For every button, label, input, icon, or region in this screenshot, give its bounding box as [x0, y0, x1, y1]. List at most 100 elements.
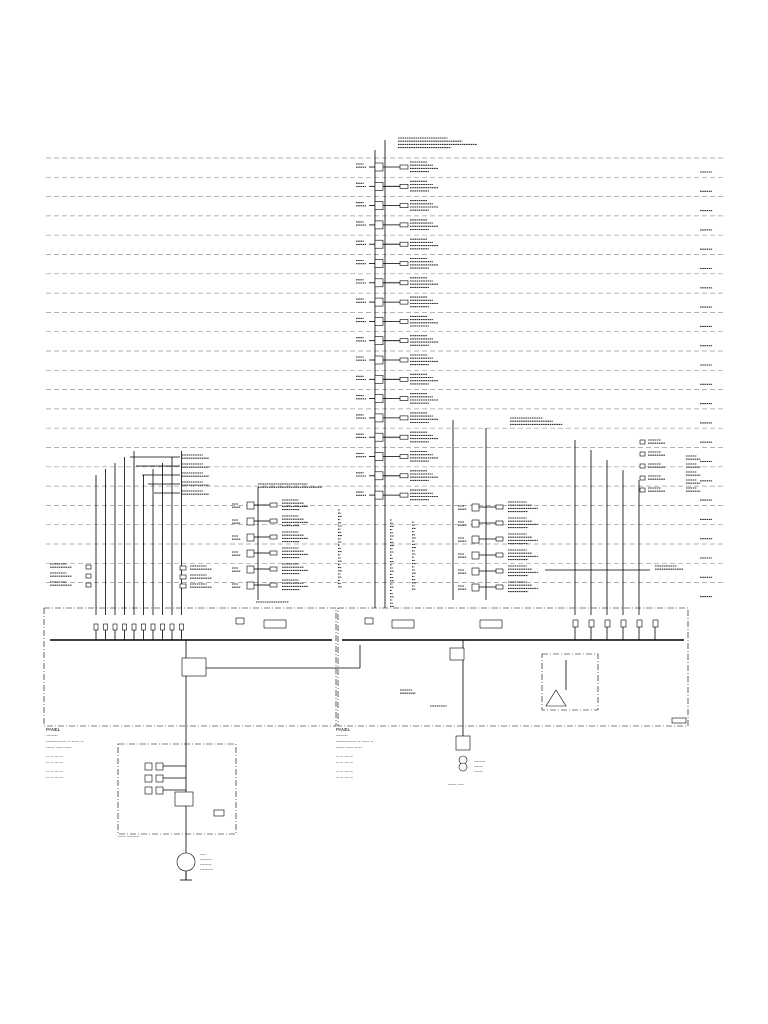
switchboard-panels [43, 607, 689, 727]
meter-box [399, 319, 409, 324]
feeder-breaker [374, 297, 384, 307]
mid-left-rating [232, 519, 241, 524]
feeder-description [410, 277, 439, 288]
feeder-rating [356, 375, 366, 381]
left-aux-note [190, 574, 212, 579]
mid-left-description [282, 563, 309, 575]
left-panel-reading-4: -- -- --- -- [46, 775, 63, 780]
left-bus-breaker [169, 623, 175, 631]
middle-panel-summary-4: ------ ----- ----- [336, 745, 362, 750]
mid-left-meter [269, 518, 278, 524]
right-description [508, 501, 538, 513]
right-meter [495, 568, 504, 574]
left-panel-reading-1: -- -- --- -- [46, 754, 63, 759]
feeder-description [410, 296, 439, 308]
riser-header-notes [398, 137, 477, 149]
mid-left-description [282, 547, 309, 559]
meter-box [399, 203, 409, 208]
feeder-rating [356, 182, 366, 188]
main-breaker [181, 657, 207, 677]
right-description [508, 565, 538, 577]
feeder-description [410, 200, 439, 211]
feeder-description [410, 315, 439, 327]
right-meter [495, 504, 504, 510]
feeder-description [410, 393, 439, 404]
left-feeder-note [182, 490, 210, 495]
feeder-breaker [374, 182, 384, 191]
right-breaker [471, 535, 480, 544]
feeder-breaker [374, 220, 384, 230]
right-breaker [471, 503, 480, 512]
middle-feeder-branches [232, 483, 342, 603]
feeder-rating [356, 472, 366, 477]
ats-switch [174, 791, 194, 807]
left-meter-box [85, 573, 92, 579]
right-meter [495, 584, 504, 590]
right-feeder-note [686, 471, 701, 476]
middle-panel-summary-3: -------------- -- ----- -- [336, 739, 374, 744]
transformer-winding [458, 762, 468, 772]
left-meter-note [50, 572, 72, 577]
meter-box [399, 415, 409, 421]
right-bus-breaker [588, 619, 595, 628]
right-meter-note [648, 451, 666, 456]
right-meter [495, 552, 504, 558]
middle-panel-reading-1: -- -- --- -- [336, 754, 353, 759]
feeder-rating [356, 317, 366, 323]
panel-info-box [263, 619, 287, 629]
mid-left-description [282, 531, 309, 543]
mid-left-meter [269, 502, 278, 508]
left-bus-breaker [93, 623, 99, 631]
feeder-description [410, 354, 439, 366]
mid-left-rating [232, 551, 241, 556]
middle-panel-reading-2: -- -- --- -- [336, 760, 353, 765]
meter-box [399, 299, 409, 305]
right-description [508, 533, 538, 545]
ats-breaker [155, 762, 164, 771]
feeder-description [410, 470, 439, 481]
ats-breaker [144, 774, 153, 783]
right-breaker [471, 519, 480, 528]
meter-box [399, 338, 409, 344]
right-rating [458, 521, 467, 526]
meter-box [399, 164, 409, 170]
right-vertical-note [412, 521, 416, 590]
meter-box [399, 492, 409, 498]
right-bus-breaker [572, 619, 579, 628]
feeder-description [410, 335, 439, 346]
right-breaker [471, 551, 480, 560]
left-panel-summary-1: PANEL [46, 727, 61, 732]
right-bus-breaker [636, 619, 643, 628]
feeder-rating [356, 337, 366, 342]
mid-left-breaker [246, 581, 255, 590]
mid-left-vertical-note [338, 509, 342, 588]
mid-left-meter [269, 534, 278, 540]
right-rating [458, 505, 467, 510]
meter-box [399, 184, 409, 189]
source-equipment [117, 640, 599, 881]
meter-box [399, 454, 409, 459]
feeder-rating [356, 298, 366, 303]
meter-box [399, 376, 409, 382]
right-meter-note [648, 439, 666, 444]
feeder-breaker [374, 394, 384, 403]
right-meter-note [648, 487, 666, 492]
left-meter-box [85, 582, 92, 588]
left-aux-box [179, 583, 187, 589]
transformer-label-3: ------ [474, 769, 483, 774]
generator-label-1: ---- [200, 852, 206, 857]
mid-left-breaker [246, 501, 255, 510]
ats-label: ----- --------- [118, 834, 140, 839]
left-bus-breaker [141, 623, 146, 631]
ats-enclosure [117, 743, 237, 835]
mid-left-meter [269, 550, 278, 556]
feeder-rating [356, 433, 366, 438]
meter-box [399, 357, 409, 363]
left-meter-note [50, 581, 72, 586]
middle-panel-reading-4: -- -- --- -- [336, 775, 353, 780]
right-meter [495, 536, 504, 542]
mid-left-breaker [246, 565, 255, 574]
feeder-rating [356, 163, 366, 168]
right-description [508, 581, 538, 593]
capacitor-bank-enclosure [541, 653, 599, 711]
